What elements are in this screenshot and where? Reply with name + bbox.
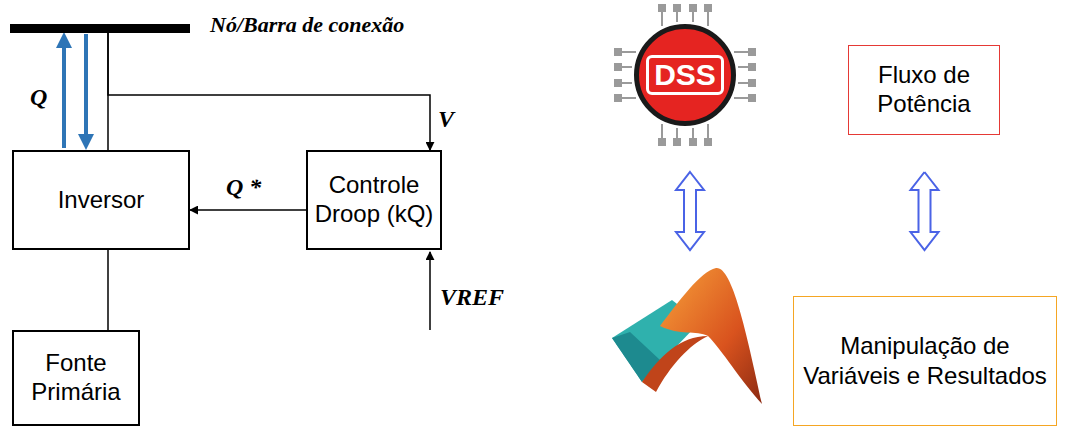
node-text: Fluxo de Potência (855, 61, 993, 119)
hollow-double-arrow (676, 172, 704, 250)
reactive-setpoint-label: Q * (226, 174, 261, 201)
voltage-label: V (438, 106, 454, 133)
chip-pins (615, 5, 755, 145)
hollow-double-arrow (911, 172, 939, 250)
power-flow-box: Fluxo de Potência (848, 45, 1000, 135)
node-text: Nó/Barra de conexão (210, 12, 404, 38)
node-text: Inversor (58, 186, 145, 215)
opendss-logo: DSS (634, 24, 736, 126)
node-text: Fonte Primária (20, 349, 132, 407)
reference-input-arrow (429, 252, 431, 330)
results-box: Manipulação de Variáveis e Resultados (793, 296, 1057, 426)
reference-voltage-label: VREF (440, 284, 504, 311)
signal-line (190, 209, 306, 211)
signal-line (107, 250, 109, 330)
node-text: Manipulação de Variáveis e Resultados (802, 331, 1048, 391)
signal-line (108, 33, 430, 150)
droop-control-box: Controle Droop (kQ) (306, 150, 442, 250)
primary-source-box: Fonte Primária (12, 330, 140, 426)
matlab-logo (612, 268, 762, 404)
node-text: Controle Droop (kQ) (314, 171, 434, 229)
reactive-power-label: Q (30, 84, 47, 111)
reactive-power-up-arrow (62, 40, 66, 148)
node-text: DSS (646, 55, 724, 96)
connection-bus: Nó/Barra de conexão (10, 24, 190, 33)
reactive-power-down-arrow (84, 34, 88, 142)
inverter-box: Inversor (12, 150, 190, 250)
